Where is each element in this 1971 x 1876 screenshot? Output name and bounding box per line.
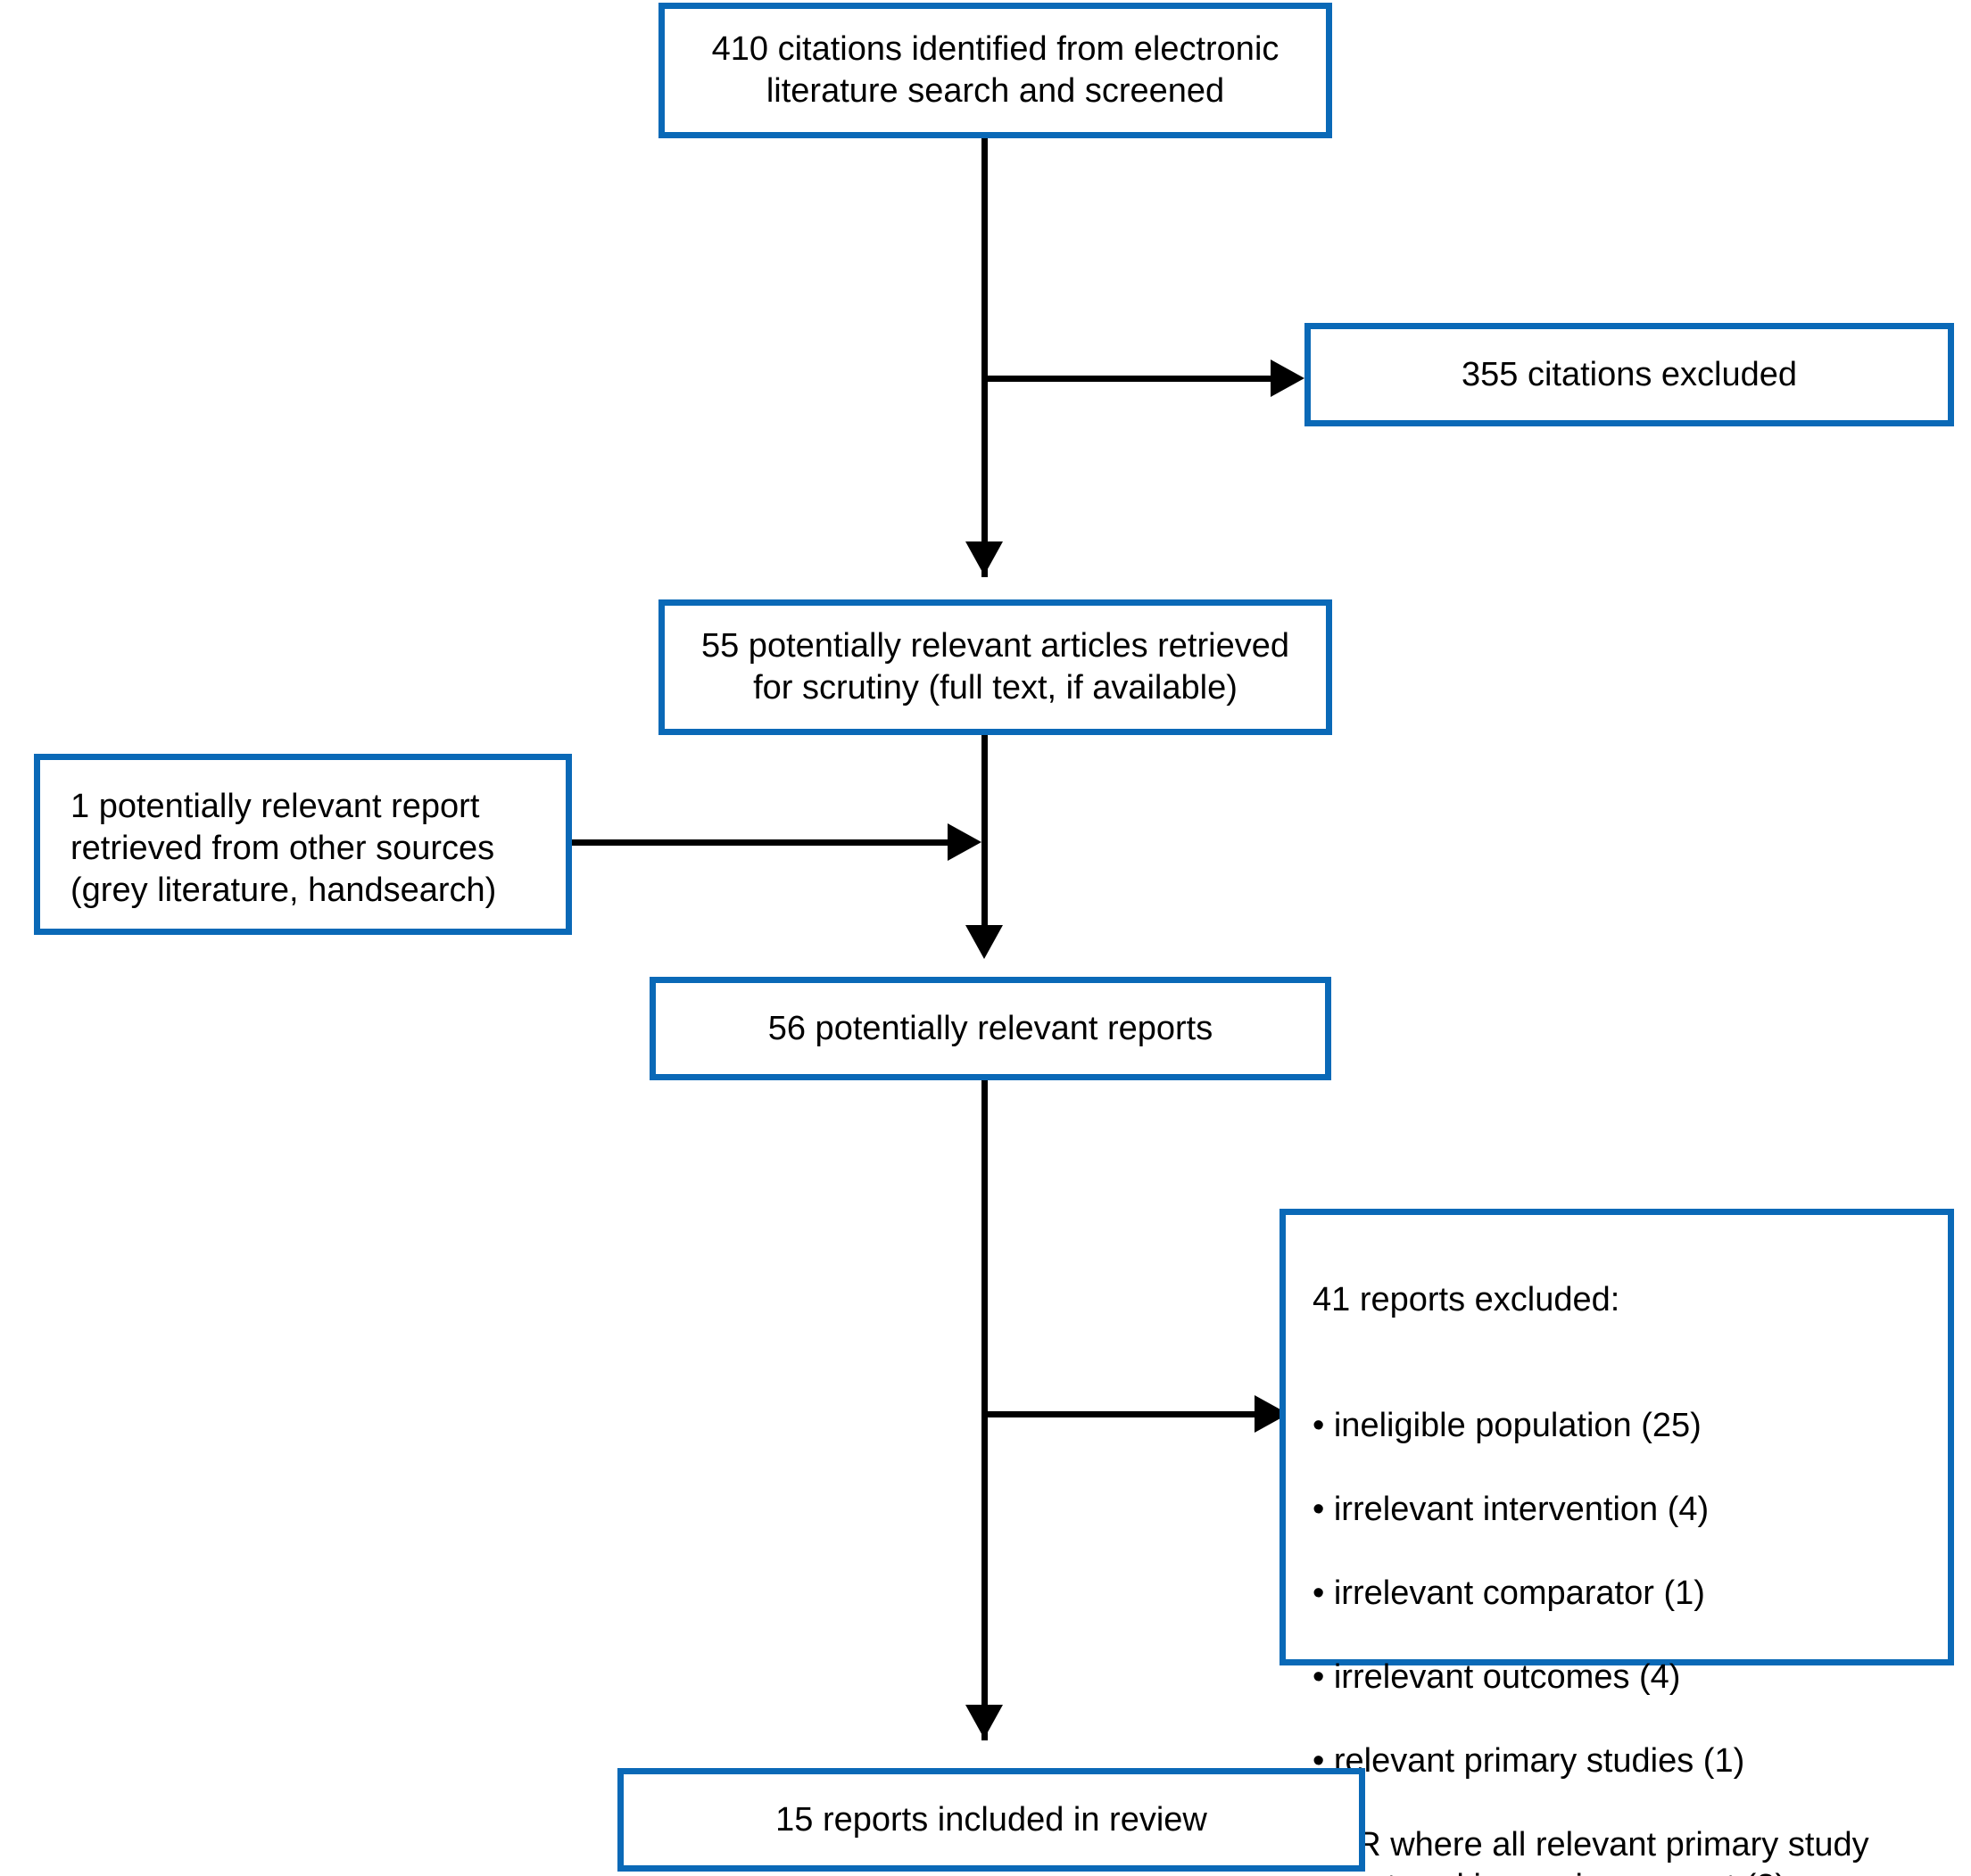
node-reports-excluded-content: 41 reports excluded: • ineligible popula…	[1313, 1237, 1869, 1876]
connector-to-citations-excluded	[981, 376, 1285, 382]
arrowhead-right-other-sources	[948, 823, 981, 861]
connector-to-reports-excluded	[981, 1411, 1276, 1417]
arrowhead-right-to-citations-excluded	[1271, 359, 1304, 397]
node-other-sources-label: 1 potentially relevant report retrieved …	[70, 788, 497, 909]
node-citations-identified: 410 citations identified from electronic…	[658, 3, 1332, 138]
connector-identified-to-retrieved	[981, 138, 988, 577]
node-citations-excluded: 355 citations excluded	[1304, 323, 1954, 426]
node-reports-included-label: 15 reports included in review	[775, 1800, 1207, 1839]
list-item: • SR where all relevant primary study ca…	[1313, 1826, 1869, 1876]
node-reports-excluded-heading: 41 reports excluded:	[1313, 1281, 1620, 1318]
node-other-sources: 1 potentially relevant report retrieved …	[34, 754, 572, 935]
node-citations-excluded-label: 355 citations excluded	[1461, 355, 1798, 393]
node-reports-excluded: 41 reports excluded: • ineligible popula…	[1279, 1209, 1954, 1876]
node-reports-included: 15 reports included in review	[617, 1768, 1365, 1872]
arrowhead-down-to-included	[965, 1705, 1003, 1739]
node-relevant-reports-label: 56 potentially relevant reports	[767, 1009, 1213, 1047]
connector-other-sources-to-stem	[572, 839, 951, 846]
connector-reports-to-included	[981, 1080, 988, 1740]
arrowhead-down-to-retrieved	[965, 541, 1003, 575]
list-item: • relevant primary studies (1)	[1313, 1742, 1745, 1780]
connector-retrieved-to-reports	[981, 735, 988, 952]
list-item: • irrelevant outcomes (4)	[1313, 1658, 1681, 1696]
arrowhead-down-to-reports	[965, 925, 1003, 959]
list-item: • ineligible population (25)	[1313, 1407, 1702, 1444]
node-citations-identified-label: 410 citations identified from electronic…	[711, 30, 1279, 110]
node-articles-retrieved: 55 potentially relevant articles retriev…	[658, 599, 1332, 735]
list-item: • irrelevant intervention (4)	[1313, 1491, 1710, 1528]
node-relevant-reports: 56 potentially relevant reports	[650, 977, 1331, 1080]
node-articles-retrieved-label: 55 potentially relevant articles retriev…	[700, 627, 1289, 707]
list-item: • irrelevant comparator (1)	[1313, 1574, 1705, 1612]
reports-excluded-reason-list: • ineligible population (25) • irrelevan…	[1313, 1363, 1869, 1876]
